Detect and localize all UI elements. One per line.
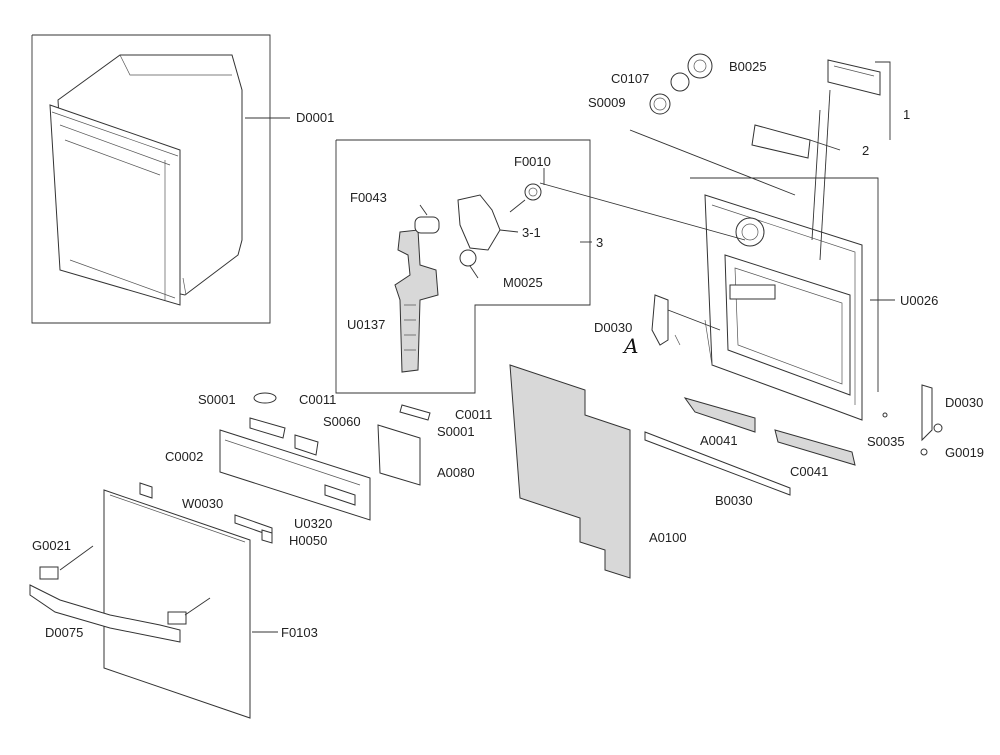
label-s0001-left: S0001	[198, 392, 236, 407]
label-u0137: U0137	[347, 317, 386, 332]
handwritten-a: A	[624, 334, 639, 358]
tub-assembly-u0026	[690, 177, 895, 421]
label-u0026: U0026	[900, 293, 939, 308]
outer-door-f0103	[29, 489, 278, 719]
control-panel-assembly	[139, 392, 431, 544]
label-3-1: 3-1	[522, 225, 541, 240]
label-g0019: G0019	[945, 445, 985, 460]
label-s0035: S0035	[867, 434, 905, 449]
hinge-right-d0030	[882, 384, 943, 456]
label-c0107: C0107	[611, 71, 650, 86]
label-c0011-right: C0011	[455, 407, 493, 422]
label-s0001-right: S0001	[437, 424, 475, 439]
label-f0043: F0043	[350, 190, 387, 205]
label-a0100: A0100	[649, 530, 687, 545]
label-d0030-right: D0030	[945, 395, 984, 410]
label-3: 3	[596, 235, 604, 250]
label-h0050: H0050	[289, 533, 328, 548]
label-d0030-left: D0030	[594, 320, 633, 335]
label-d0001: D0001	[296, 110, 335, 125]
label-w0030: W0030	[182, 496, 224, 511]
label-f0010: F0010	[514, 154, 551, 169]
insulation-a0100	[509, 364, 631, 579]
label-f0103: F0103	[281, 625, 318, 640]
hinge-left-d0030	[651, 294, 721, 346]
dispenser-assembly-3	[335, 139, 592, 394]
label-1: 1	[903, 107, 911, 122]
label-c0002: C0002	[165, 449, 204, 464]
label-s0060: S0060	[323, 414, 361, 429]
label-g0021: G0021	[32, 538, 72, 553]
rails	[644, 397, 856, 496]
label-b0025: B0025	[729, 59, 767, 74]
label-c0041: C0041	[790, 464, 829, 479]
top-right-parts	[539, 53, 891, 261]
label-a0041: A0041	[700, 433, 738, 448]
label-s0009: S0009	[588, 95, 626, 110]
label-m0025: M0025	[503, 275, 543, 290]
label-u0320: U0320	[294, 516, 333, 531]
label-c0011-left: C0011	[299, 392, 337, 407]
label-b0030: B0030	[715, 493, 753, 508]
label-a0080: A0080	[437, 465, 475, 480]
label-2: 2	[862, 143, 870, 158]
dishwasher-assembly-d0001	[31, 34, 290, 324]
label-d0075: D0075	[45, 625, 84, 640]
